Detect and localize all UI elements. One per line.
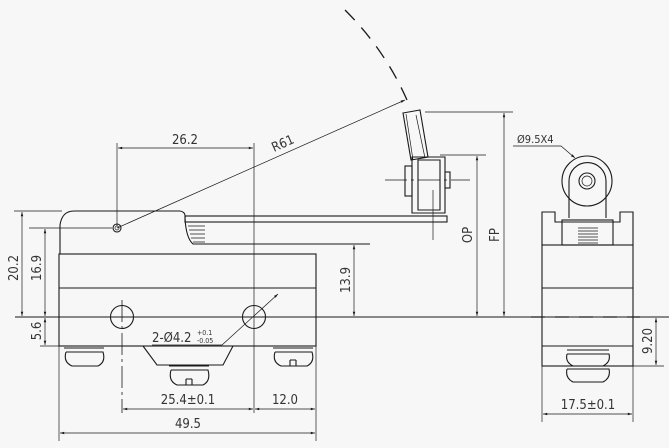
dim-cover-height: 13.9 <box>339 267 354 293</box>
bottom-notch <box>142 345 234 366</box>
dim-lever-pivot: 26.2 <box>172 133 198 148</box>
side-view: 17.5±0.1 9.20 Ø9.5X4 <box>513 133 664 422</box>
side-roller <box>561 155 613 207</box>
dim-lever-radius: R61 <box>270 133 297 156</box>
actuator-housing <box>59 210 186 254</box>
dim-side-terminal: 9.20 <box>641 328 656 354</box>
front-view: R61 26.2 20.2 16.9 5.6 13.9 2-Ø4.2 +0.1 … <box>7 9 669 441</box>
radius-line <box>116 99 406 229</box>
lever-roller <box>385 109 470 240</box>
switch-body <box>58 253 317 347</box>
hole-tolerance-minus: -0.05 <box>197 337 213 345</box>
lever-swing-arc <box>344 9 408 101</box>
dim-edge-offset: 12.0 <box>272 393 298 408</box>
dim-mount-offset: 5.6 <box>30 322 45 341</box>
dim-mount-holes: 2-Ø4.2 <box>152 331 191 346</box>
dim-body-width: 17.5±0.1 <box>561 398 615 413</box>
dim-pivot-height: 16.9 <box>30 255 45 281</box>
dim-hole-spacing: 25.4±0.1 <box>161 393 215 408</box>
lever-plate <box>184 215 448 223</box>
dim-roller: Ø9.5X4 <box>517 133 554 146</box>
hole-tolerance-plus: +0.1 <box>197 329 212 337</box>
dim-operating-position: OP <box>461 227 476 243</box>
dim-body-length: 49.5 <box>175 417 201 432</box>
plunger-spring <box>188 221 205 243</box>
dim-overall-height: 20.2 <box>7 255 22 281</box>
terminal-screws <box>64 347 314 386</box>
dim-free-position: FP <box>488 228 503 242</box>
